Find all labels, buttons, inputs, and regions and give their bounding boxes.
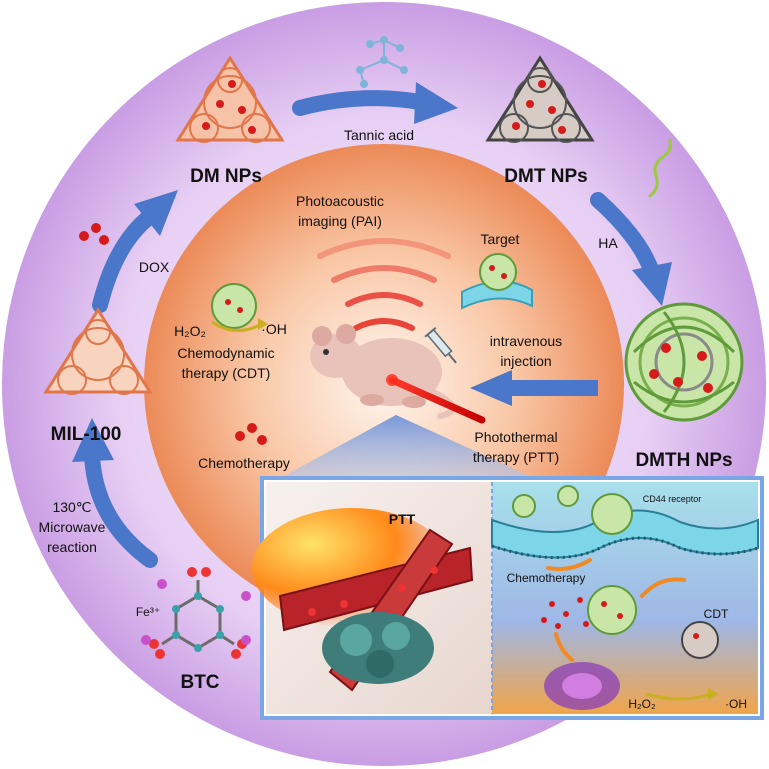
- tannic-acid-label: Tannic acid: [344, 127, 414, 143]
- mil-100-label: MIL-100: [51, 424, 122, 445]
- btc-label: BTC: [180, 672, 219, 693]
- ptt-blood-vessels: [252, 508, 474, 692]
- light-cone: [262, 415, 556, 488]
- temperature-label: 130℃: [52, 499, 91, 515]
- dox-label: DOX: [139, 259, 170, 275]
- iv-label-line2: injection: [500, 353, 551, 369]
- inset-oh-label: ·OH: [725, 697, 747, 711]
- arrow-dm-to-dmt: [292, 82, 458, 124]
- syringe-icon: [424, 326, 457, 364]
- cdt-label-line2: therapy (CDT): [182, 365, 271, 381]
- inset-h2o2-label: H₂O₂: [628, 697, 656, 711]
- pai-label-line2: imaging (PAI): [298, 213, 382, 229]
- iv-label-line1: intravenous: [490, 333, 562, 349]
- arrow-btc-to-mil: [72, 418, 158, 568]
- inset-nucleus: [544, 662, 620, 710]
- h2o2-label: H₂O₂: [174, 323, 206, 339]
- btc-molecule-icon: [149, 567, 247, 659]
- inset-nanoparticles: [512, 485, 719, 659]
- arrow-dmt-to-dmth: [590, 192, 672, 306]
- inset-orange-arrows: [546, 558, 686, 662]
- fe-ion-label: Fe³⁺: [136, 605, 160, 619]
- dmt-nps-structure: [485, 55, 595, 143]
- microwave-label: Microwave: [39, 519, 106, 535]
- target-nanoparticle: [461, 253, 533, 310]
- dm-nps-label: DM NPs: [190, 166, 262, 187]
- inset-chemotherapy-label: Chemotherapy: [507, 571, 586, 585]
- inset-ptt-label: PTT: [389, 511, 416, 527]
- chemo-drug-dots: [235, 423, 267, 445]
- oh-label: ·OH: [261, 321, 287, 337]
- cd44-receptor-label: CD44 receptor: [643, 494, 702, 504]
- ptt-label-line2: therapy (PTT): [473, 449, 559, 465]
- laser-fiber: [386, 374, 486, 424]
- inset-drug-dots: [541, 597, 589, 629]
- reaction-label: reaction: [47, 539, 97, 555]
- dm-nps-structure: [175, 55, 285, 143]
- target-label: Target: [481, 231, 520, 247]
- inset-cdt-label: CDT: [704, 607, 729, 621]
- chemotherapy-label: Chemotherapy: [198, 455, 290, 471]
- mil-100-structure: [43, 307, 153, 395]
- dox-molecules-icon: [79, 223, 109, 245]
- ptt-label-line1: Photothermal: [474, 429, 557, 445]
- photoacoustic-waves: [317, 238, 451, 331]
- fe-ions-icon: [141, 579, 251, 645]
- inset-cdt-reaction: [645, 688, 718, 701]
- tannic-acid-molecule-icon: [356, 36, 408, 88]
- dmt-nps-label: DMT NPs: [504, 166, 587, 187]
- ha-polymer-icon: [648, 138, 672, 198]
- dmth-nps-structure: [624, 302, 744, 422]
- dmth-nps-label: DMTH NPs: [635, 450, 732, 471]
- arrow-mil-to-dm: [92, 190, 178, 313]
- ha-label: HA: [598, 235, 618, 251]
- cdt-nanoparticle: [211, 283, 268, 332]
- cdt-label-line1: Chemodynamic: [177, 345, 274, 361]
- pai-label-line1: Photoacoustic: [296, 193, 384, 209]
- arrow-injection: [470, 370, 598, 406]
